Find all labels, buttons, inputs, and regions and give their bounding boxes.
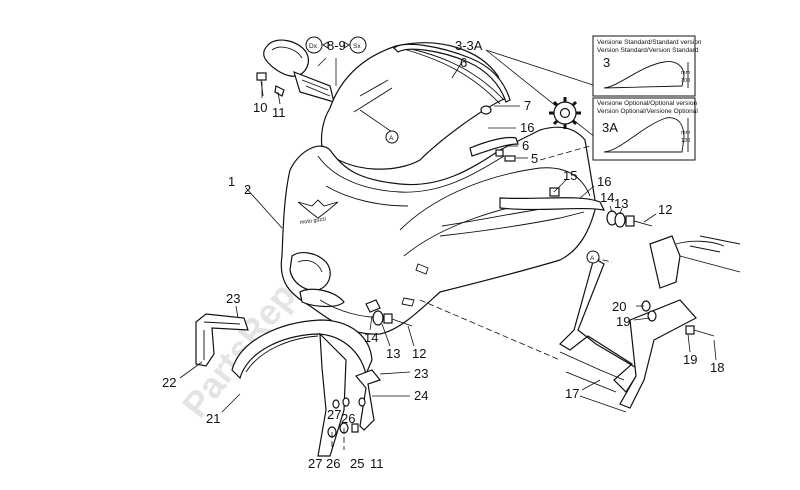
inset-optional-header-1: Versione Optional/Optional version xyxy=(597,100,697,107)
hardware-parts-12-13-14-right xyxy=(606,210,653,228)
gear-icon xyxy=(549,97,581,129)
callout-2: 2 xyxy=(244,182,251,197)
inset-standard-version: Versione Standard/Standard version Versi… xyxy=(592,35,702,97)
callout-6-top: 6 xyxy=(460,55,467,70)
fairing-logo-text: moto guzzi xyxy=(299,216,326,226)
callout-11-bottom: 11 xyxy=(370,456,384,471)
callout-26-bottom: 26 xyxy=(326,456,340,471)
callout-1: 1 xyxy=(228,174,235,189)
inset-standard-mm: mm xyxy=(681,70,691,76)
callout-18: 18 xyxy=(710,360,724,375)
callout-10: 10 xyxy=(253,100,267,115)
callout-21: 21 xyxy=(206,411,220,426)
callout-25: 25 xyxy=(350,456,364,471)
callout-5: 5 xyxy=(531,151,538,166)
inset-optional-mm: mm xyxy=(681,130,691,136)
callout-15: 15 xyxy=(563,168,577,183)
hardware-parts-12-13-14-mid xyxy=(365,299,413,327)
inset-standard-header-2: Version Standard/Version Standard xyxy=(597,47,699,54)
callout-26-mid: 26 xyxy=(341,411,355,426)
callout-11-top: 11 xyxy=(272,105,286,120)
callout-24: 24 xyxy=(414,388,428,403)
callout-12-right: 12 xyxy=(658,202,672,217)
inset-optional-header-2: Version Optional/Versione Optional xyxy=(597,108,698,115)
callout-20: 20 xyxy=(612,299,626,314)
callout-6-mid: 6 xyxy=(522,138,529,153)
trim-part-16 xyxy=(499,197,606,211)
support-frame-part-17 xyxy=(559,235,741,413)
callout-12-mid: 12 xyxy=(412,346,426,361)
callout-14-mid: 14 xyxy=(364,330,378,345)
mirror-assembly xyxy=(263,39,335,103)
inset-optional-version: Versione Optional/Optional version Versi… xyxy=(592,97,698,161)
svg-text:A: A xyxy=(389,135,394,142)
bracket-part-22-23 xyxy=(195,313,249,367)
side-marker-sx: Sx xyxy=(349,36,367,54)
trim-part-16-upper xyxy=(469,136,519,157)
callout-7: 7 xyxy=(524,98,531,113)
callout-22: 22 xyxy=(162,375,176,390)
reference-marker-a-windscreen: A xyxy=(385,130,399,144)
inset-standard-header-1: Versione Standard/Standard version xyxy=(597,39,702,46)
side-marker-dx: Dx xyxy=(305,36,323,54)
callout-16-b: 16 xyxy=(597,174,611,189)
callout-3-3a: 3-3A xyxy=(455,38,483,53)
callout-13-right: 13 xyxy=(614,196,628,211)
svg-text:Dx: Dx xyxy=(309,43,318,50)
callout-labels: 3-3A 6 8-9 10 11 7 16 6 5 15 16 14 13 12… xyxy=(162,38,724,471)
inset-optional-height: 130 xyxy=(681,138,690,144)
mudguard-part-21 xyxy=(231,319,373,457)
callout-19-a: 19 xyxy=(616,314,630,329)
leader-lines xyxy=(179,49,717,413)
callout-23-mid: 23 xyxy=(414,366,428,381)
reference-marker-a-frame: A xyxy=(586,250,600,264)
inset-standard-height: 100 xyxy=(681,78,690,84)
callout-14-right: 14 xyxy=(600,190,614,205)
callout-27-mid: 27 xyxy=(327,407,341,422)
callout-19-b: 19 xyxy=(683,352,697,367)
bolt-part-10 xyxy=(256,72,267,97)
svg-text:A: A xyxy=(590,255,595,262)
callout-27-bottom: 27 xyxy=(308,456,322,471)
callout-13-mid: 13 xyxy=(386,346,400,361)
callout-8-9: 8-9 xyxy=(327,38,346,53)
svg-text:Sx: Sx xyxy=(353,43,361,50)
fairing-part-1-2: moto guzzi xyxy=(280,126,597,335)
inset-standard-code: 3 xyxy=(603,55,610,70)
callout-23-top: 23 xyxy=(226,291,240,306)
inset-optional-code: 3A xyxy=(602,120,618,135)
callout-16-a: 16 xyxy=(520,120,534,135)
callout-17: 17 xyxy=(565,386,579,401)
